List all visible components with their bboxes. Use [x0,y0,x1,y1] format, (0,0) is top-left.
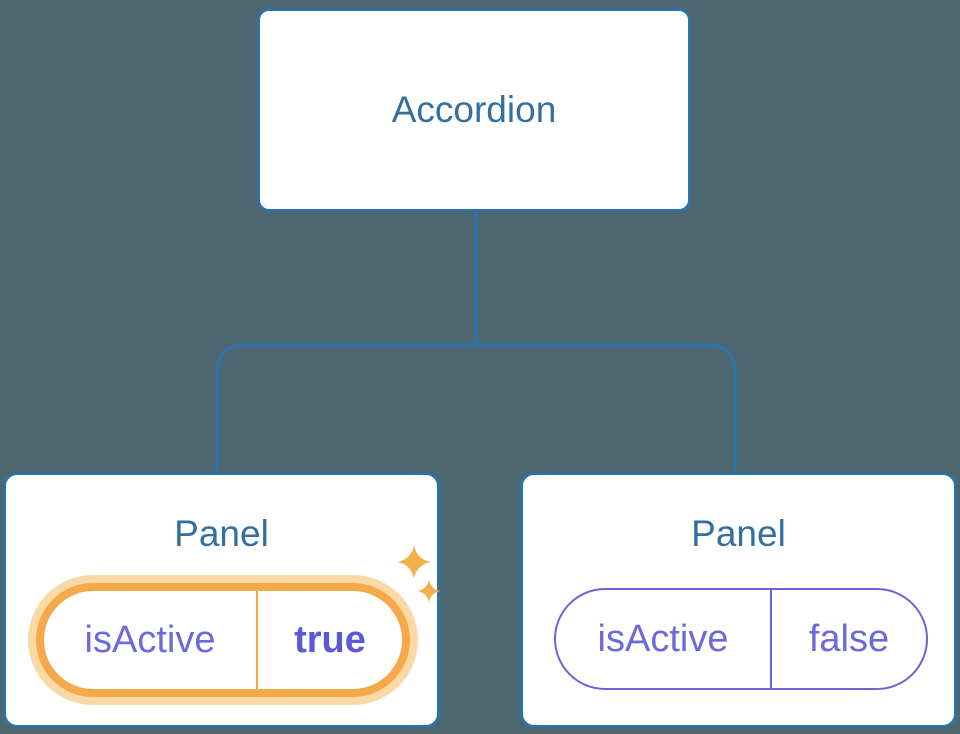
state-value-label: false [808,617,890,660]
state-key-label: isActive [597,617,729,660]
sparkle-small [417,579,440,603]
state-pill-active: isActive true [36,583,410,697]
pill-divider [256,591,258,689]
state-key-label: isActive [84,618,216,661]
sparkle-large [397,545,431,579]
state-value-label: true [294,618,366,661]
panel-node-inactive: Panel isActive false [520,472,957,728]
panel-node-active: Panel isActive true [3,472,440,728]
accordion-node-label: Accordion [391,89,557,130]
pill-divider [770,590,772,688]
accordion-node: Accordion [257,8,691,212]
state-pill-inactive: isActive false [554,588,928,690]
panel-title: Panel [174,513,269,554]
connector-branch [215,343,737,473]
panel-title: Panel [691,513,786,554]
sparkle-icon [397,545,440,603]
